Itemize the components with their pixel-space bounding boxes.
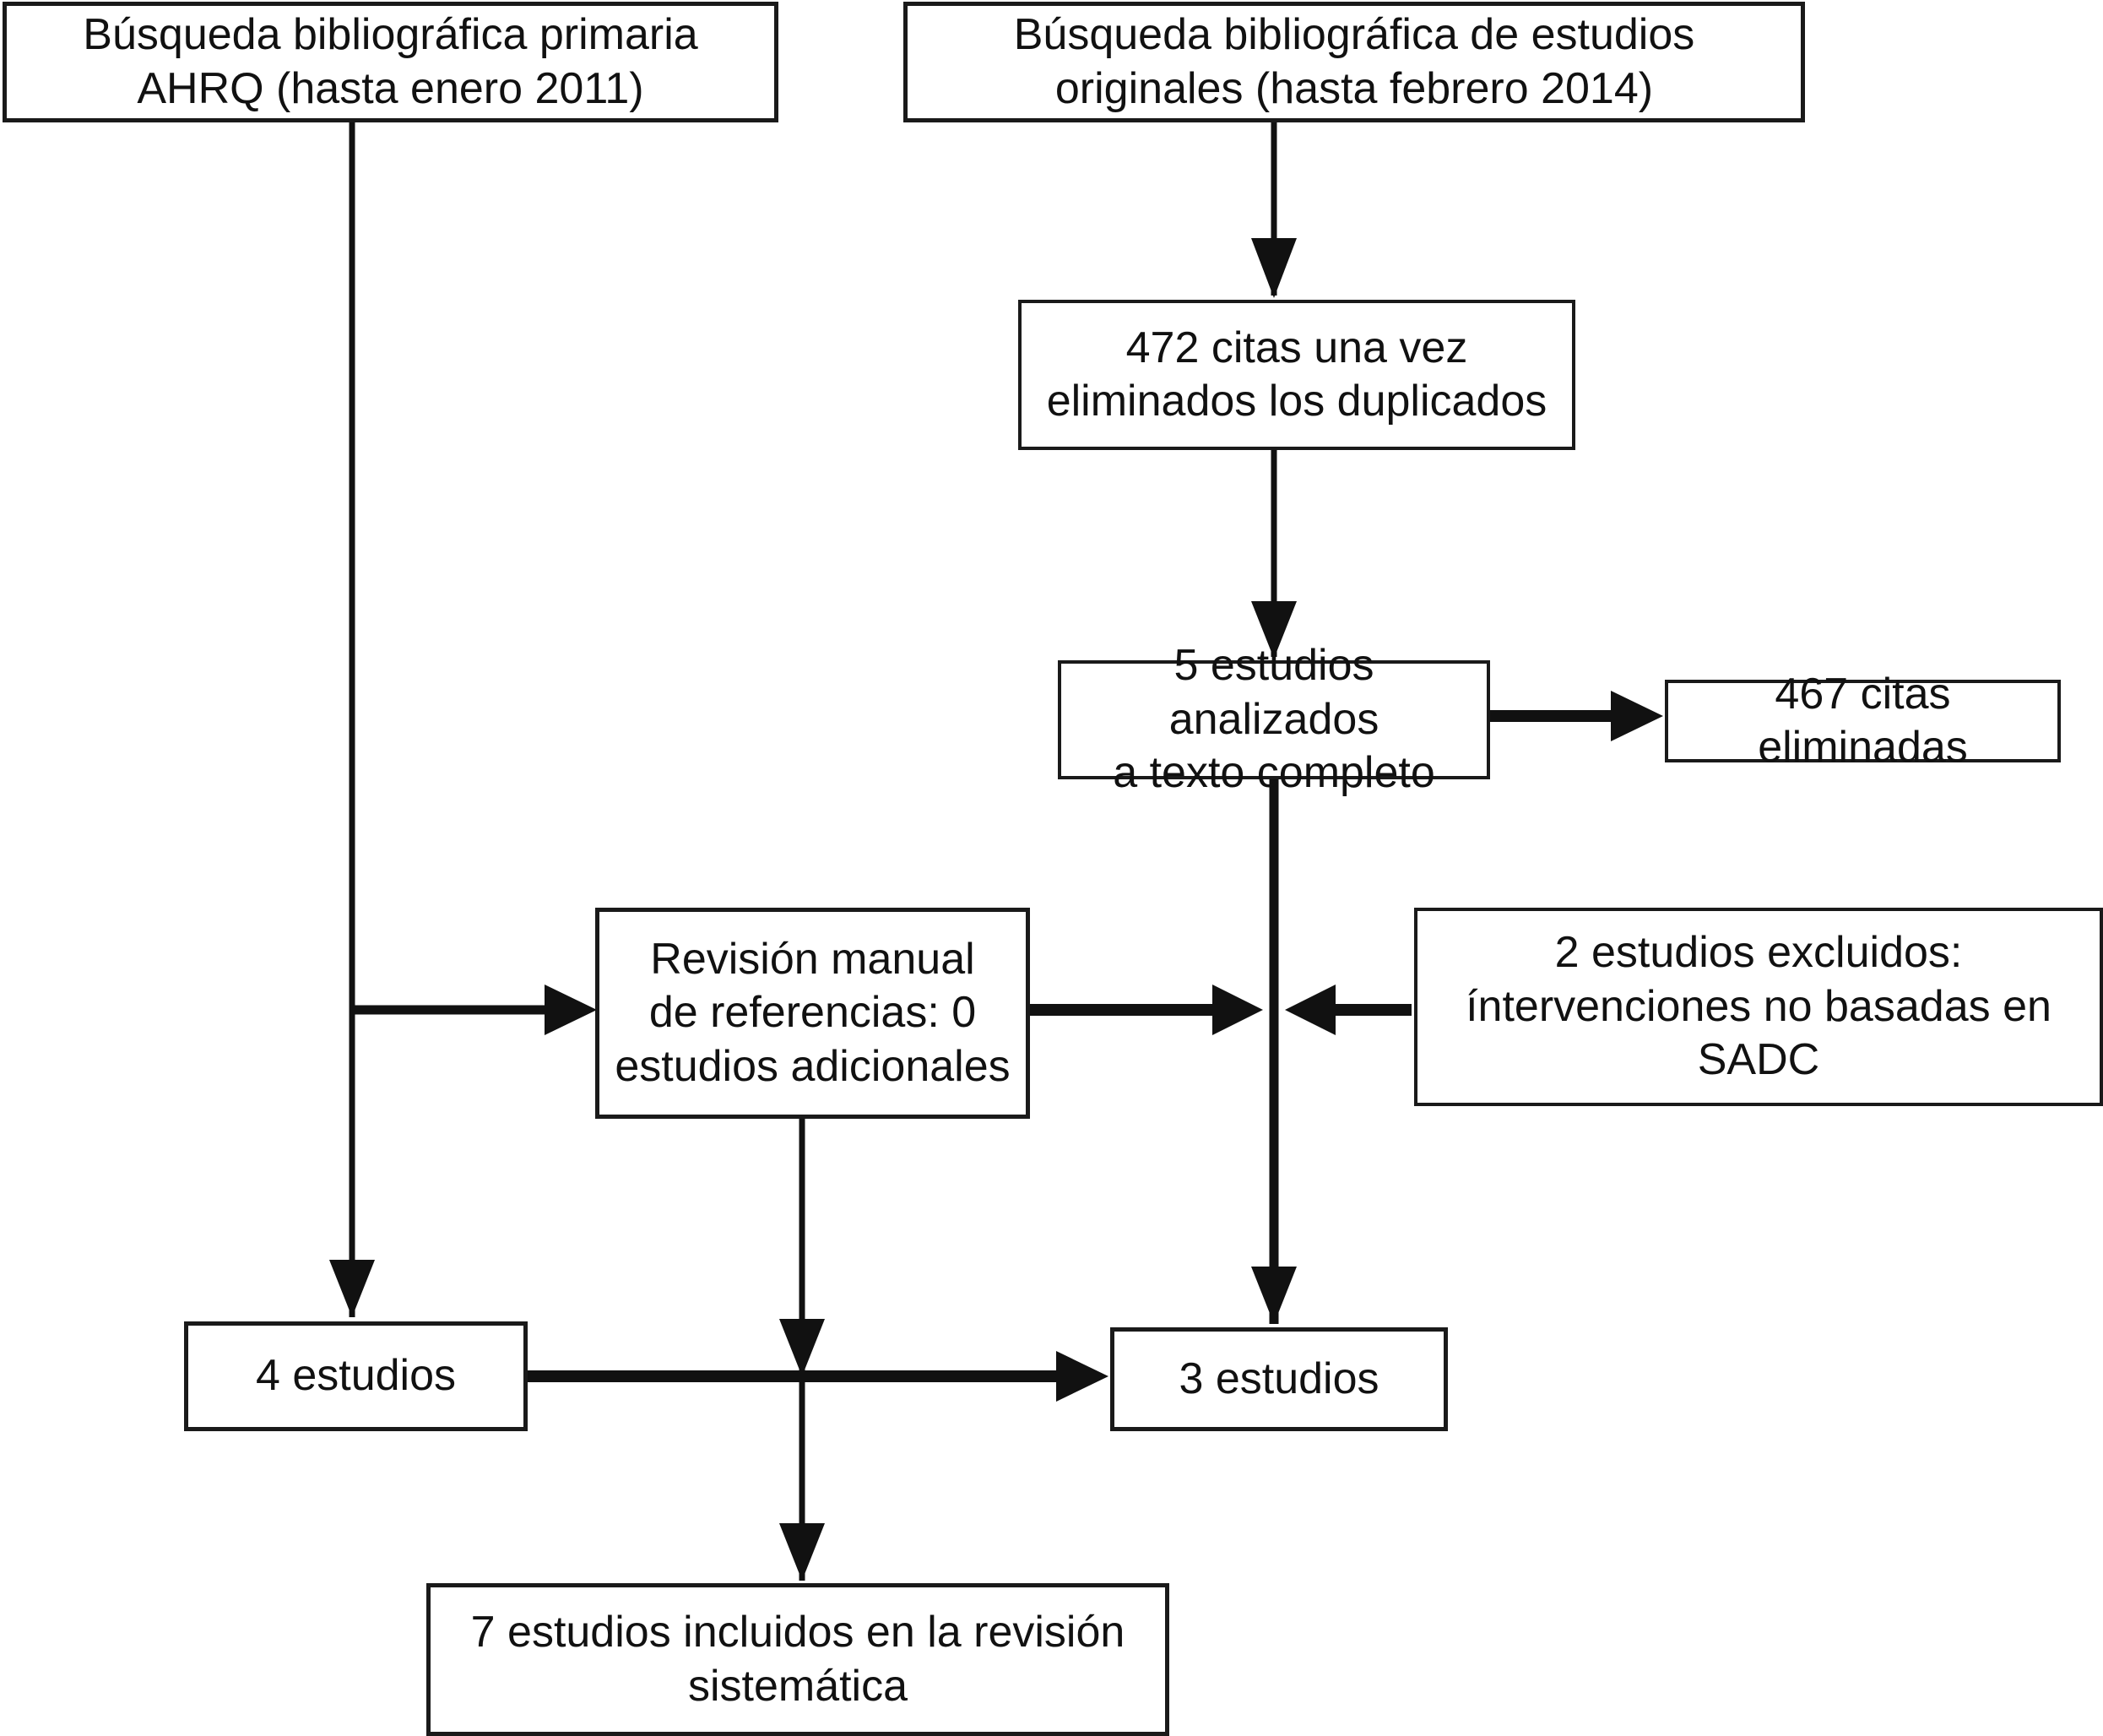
arrowhead-4estudios-to-3estudios <box>1056 1351 1108 1402</box>
arrowhead-revision-to-incluidos <box>779 1523 825 1581</box>
node-estudios-texto-completo: 5 estudios analizados a texto completo <box>1058 641 1490 797</box>
node-revision-manual: Revisión manual de referencias: 0 estudi… <box>595 908 1030 1119</box>
arrowhead-excluidos-to-junction <box>1285 985 1336 1035</box>
arrowhead-revision-to-junction <box>1212 985 1263 1035</box>
arrowhead-ahrq-to-4estudios <box>329 1260 375 1317</box>
node-tres-estudios: 3 estudios <box>1110 1327 1448 1431</box>
arrowhead-ahrq-to-revision <box>545 985 597 1035</box>
node-cuatro-estudios: 4 estudios <box>184 1321 528 1431</box>
arrowhead-originales-to-472 <box>1251 238 1297 298</box>
arrowhead-472-to-5estudios <box>1251 601 1297 659</box>
node-estudios-incluidos: 7 estudios incluidos en la revisión sist… <box>426 1583 1169 1736</box>
arrowhead-5estudios-to-467 <box>1611 691 1663 741</box>
arrowhead-revision-midway <box>779 1319 825 1376</box>
node-busqueda-primaria-ahrq: Búsqueda bibliográfica primaria AHRQ (ha… <box>3 2 778 122</box>
arrowhead-5estudios-to-3estudios <box>1251 1267 1297 1324</box>
node-citas-sin-duplicados: 472 citas una vez eliminados los duplica… <box>1018 300 1575 450</box>
node-estudios-excluidos: 2 estudios excluidos: íntervenciones no … <box>1414 908 2103 1106</box>
node-busqueda-estudios-originales: Búsqueda bibliográfica de estudios origi… <box>903 2 1805 122</box>
node-citas-eliminadas: 467 citas eliminadas <box>1665 670 2061 772</box>
